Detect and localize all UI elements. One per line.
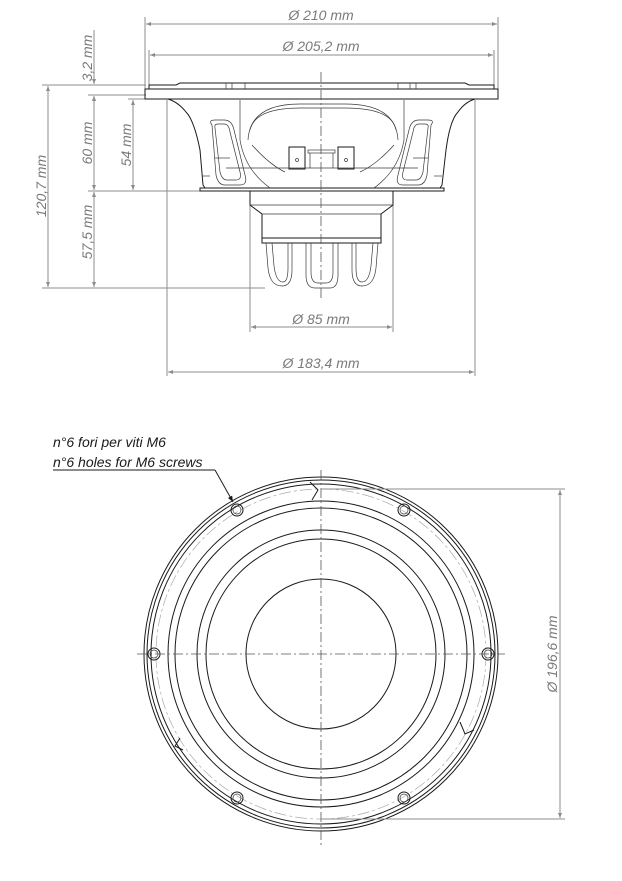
mounting-note: n°6 fori per viti M6 n°6 holes for M6 sc… [53,434,234,503]
screw-hole [230,791,244,805]
total-depth-label: 120,7 mm [33,155,49,218]
clip-top [309,481,319,501]
basket-depth-label: 60 mm [79,121,95,164]
dim-basket-depth: 60 mm [79,96,205,192]
flange-thickness-label: 3,2 mm [79,34,95,81]
dim-flange-thickness: 3,2 mm [79,30,146,120]
screw-hole [397,791,411,805]
dim-magnet-diameter: Ø 85 mm [249,200,394,332]
speaker-profile [144,82,499,289]
note-english: n°6 holes for M6 screws [53,454,203,470]
clip-right [459,721,475,735]
frame-diameter-label: Ø 205,2 mm [281,38,359,54]
dim-motor-depth: 57,5 mm [79,192,96,287]
dim-inner-depth: 54 mm [118,98,168,190]
outer-diameter-label: Ø 210 mm [287,7,354,23]
dim-total-depth: 120,7 mm [33,84,265,289]
dim-frame-diameter: Ø 205,2 mm [148,38,495,85]
inner-depth-label: 54 mm [118,123,134,166]
note-italian: n°6 fori per viti M6 [53,434,166,450]
screw-hole [230,503,244,517]
magnet-diameter-label: Ø 85 mm [291,311,350,327]
bolt-circle-label: Ø 196,6 mm [544,615,560,693]
clip-left [174,737,184,751]
side-view: Ø 210 mm Ø 205,2 mm 3,2 mm 120,7 mm 60 m… [33,7,499,376]
screw-hole [397,503,411,517]
dim-outer-diameter: Ø 210 mm [144,7,499,92]
motor-depth-label: 57,5 mm [79,204,95,259]
front-view: n°6 fori per viti M6 n°6 holes for M6 sc… [53,434,565,845]
dim-cutout-diameter: Ø 183,4 mm [166,100,476,376]
dim-bolt-circle: Ø 196,6 mm [321,488,565,820]
cutout-diameter-label: Ø 183,4 mm [281,355,359,371]
